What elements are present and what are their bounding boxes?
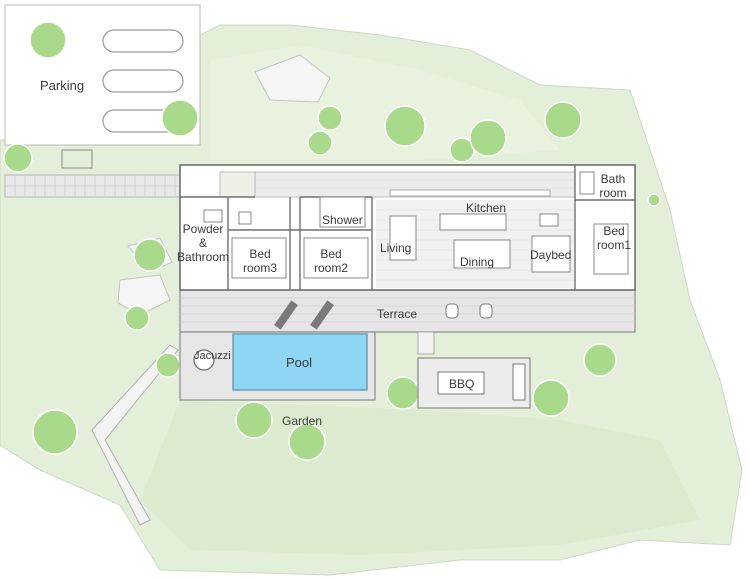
dining-label: Dining bbox=[460, 255, 495, 269]
shower-label: Shower bbox=[322, 213, 363, 227]
parking-label: Parking bbox=[40, 78, 85, 93]
bbq-table bbox=[437, 371, 485, 395]
garden-label: Garden bbox=[282, 414, 323, 428]
powder-label-line2: & bbox=[198, 236, 207, 250]
daybed-furniture bbox=[531, 235, 571, 273]
kitchen-label: Kitchen bbox=[466, 201, 507, 215]
jacuzzi-label: Jacuzzi bbox=[194, 350, 231, 362]
powder-label-line1: Powder bbox=[182, 222, 224, 236]
bbq-lounger bbox=[512, 363, 526, 401]
bathroom-label-line2: room bbox=[599, 186, 627, 200]
bedroom1-label-line2: room1 bbox=[596, 238, 631, 252]
bedroom3-label-line2: room3 bbox=[242, 261, 277, 275]
parking-bays bbox=[102, 29, 184, 133]
lawn-lower bbox=[140, 400, 700, 555]
bed3-furniture bbox=[231, 237, 287, 279]
bedroom2-label-line2: room2 bbox=[313, 261, 348, 275]
bathroom-label: Bath room bbox=[595, 172, 631, 200]
bedroom1-label: Bed room1 bbox=[594, 224, 634, 252]
powder-toilet bbox=[238, 211, 252, 225]
powder-bathroom-label: Powder & Bathroom bbox=[172, 222, 234, 264]
bath-fixture bbox=[579, 171, 595, 195]
powder-label-line3: Bathroom bbox=[176, 250, 230, 264]
terrace-chairs bbox=[445, 303, 493, 319]
kitchen-counter bbox=[389, 189, 551, 197]
terrace-deck bbox=[179, 289, 636, 333]
living-sofa bbox=[389, 215, 417, 261]
corridor-boards bbox=[255, 179, 575, 189]
entry-tiles bbox=[219, 171, 256, 198]
bedroom3-label-line1: Bed bbox=[249, 247, 271, 261]
bbq-label: BBQ bbox=[449, 377, 475, 391]
living-label: Living bbox=[380, 241, 412, 255]
pool-label: Pool bbox=[286, 355, 313, 370]
trees bbox=[3, 21, 661, 461]
bedroom2-label: Bed room2 bbox=[303, 247, 359, 275]
terrace-loungers bbox=[274, 300, 334, 330]
gate bbox=[61, 149, 93, 169]
dining-table bbox=[453, 239, 511, 269]
bbq-steps bbox=[417, 331, 435, 355]
daybed-label: Daybed bbox=[530, 248, 572, 262]
powder-sink bbox=[203, 209, 223, 223]
bedroom2-label-line1: Bed bbox=[320, 247, 342, 261]
pool-basin bbox=[232, 333, 368, 391]
bed2-furniture bbox=[303, 237, 369, 279]
garden-walkway bbox=[91, 344, 179, 526]
jacuzzi-tub bbox=[193, 349, 215, 371]
kitchen-island bbox=[439, 213, 507, 231]
shower-room bbox=[319, 196, 366, 228]
bed1-furniture bbox=[593, 223, 629, 275]
bedroom3-label: Bed room3 bbox=[232, 247, 288, 275]
bathroom-label-line1: Bath bbox=[600, 172, 626, 186]
bedroom1-label-line1: Bed bbox=[603, 224, 625, 238]
terrace-boards bbox=[180, 297, 635, 323]
daybed-cushion bbox=[539, 213, 559, 227]
terrace-label: Terrace bbox=[377, 307, 418, 321]
